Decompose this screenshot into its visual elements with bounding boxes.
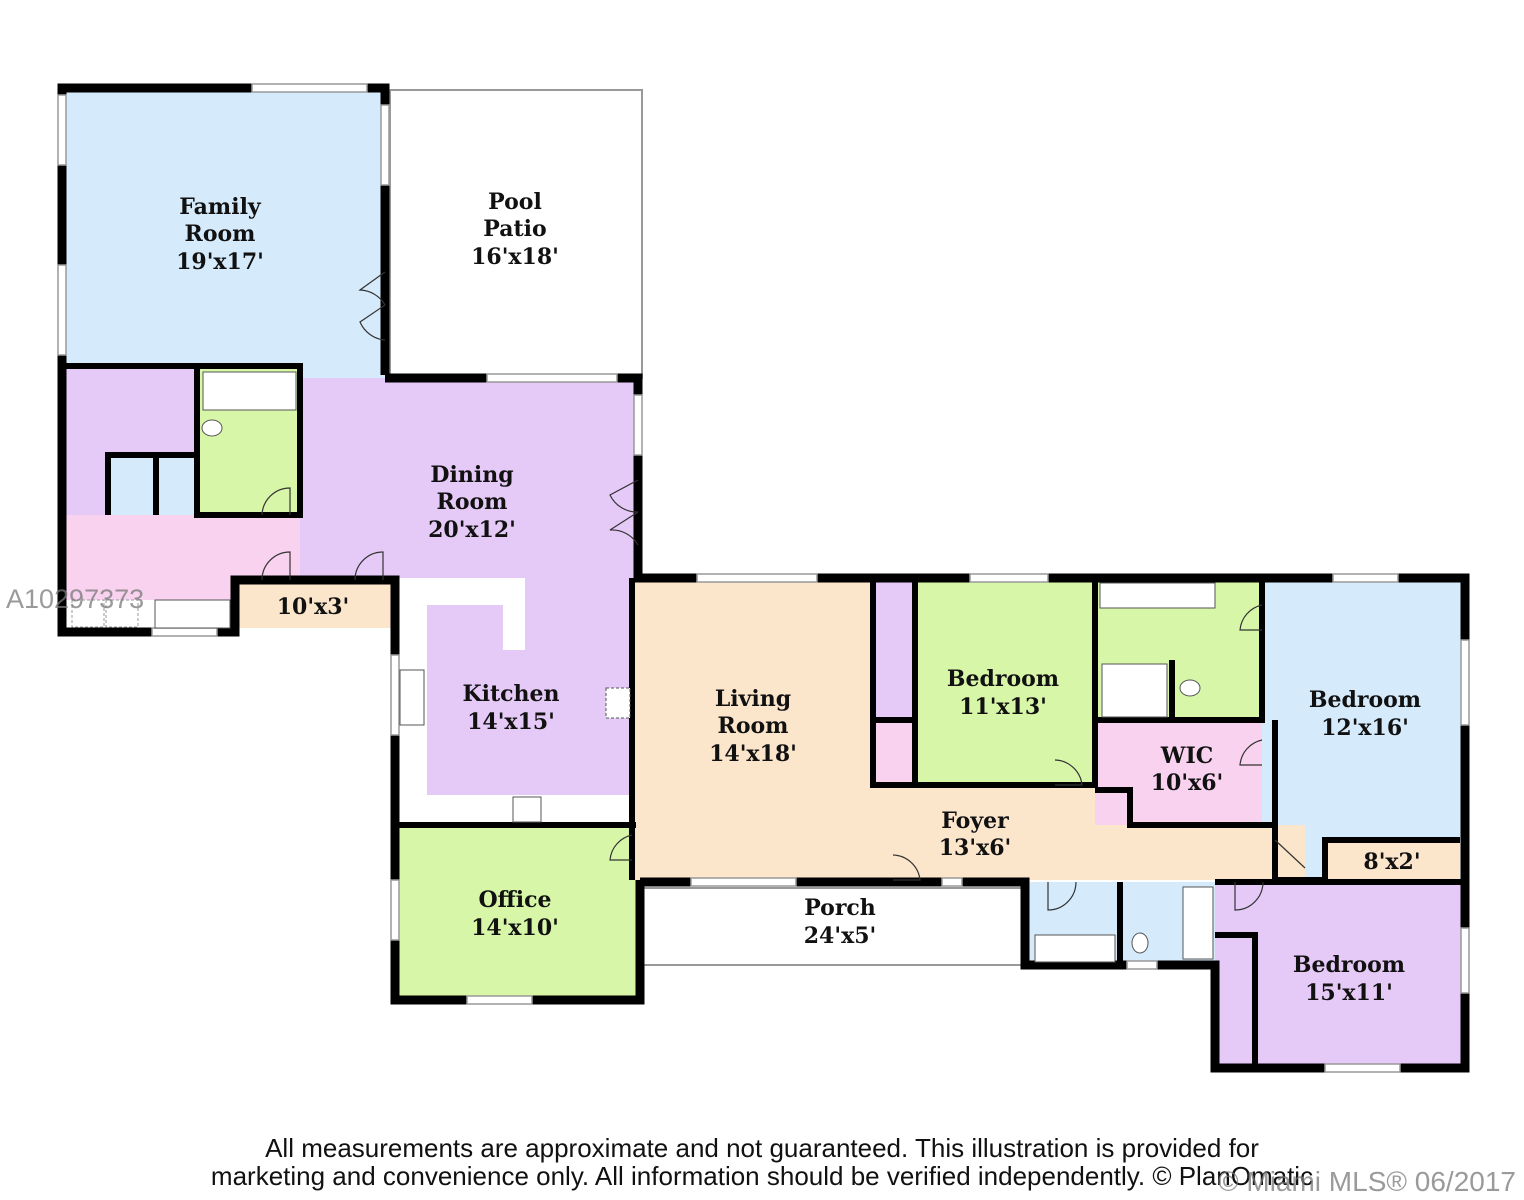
window xyxy=(251,83,368,93)
window xyxy=(633,394,643,456)
shower-icon xyxy=(202,371,297,411)
window xyxy=(690,877,797,887)
sink-icon xyxy=(1099,582,1216,609)
window xyxy=(390,654,400,736)
door-swing xyxy=(1054,759,1083,786)
interior-wall xyxy=(62,363,303,518)
disclaimer-line-2: marketing and convenience only. All info… xyxy=(210,1161,1314,1191)
shower-icon xyxy=(1182,886,1214,960)
toilet-icon xyxy=(201,419,223,437)
window xyxy=(1460,927,1470,994)
door-swing xyxy=(892,854,921,881)
refrigerator-icon xyxy=(605,687,631,719)
window xyxy=(151,627,218,637)
window xyxy=(1126,960,1158,970)
disclaimer-line-1: All measurements are approximate and not… xyxy=(265,1133,1259,1163)
window xyxy=(969,573,1049,583)
interior-wall xyxy=(870,578,918,788)
door-swing xyxy=(1274,839,1306,869)
storage-label: 10'x3' xyxy=(277,594,350,620)
office-area xyxy=(395,825,636,1000)
family-room-area xyxy=(62,88,385,378)
door-swing xyxy=(1239,604,1263,631)
door-swing xyxy=(609,834,633,861)
window xyxy=(696,573,818,583)
door-swing xyxy=(607,479,639,546)
interior-wall xyxy=(1095,720,1278,828)
door-swing xyxy=(358,271,386,341)
window xyxy=(466,995,533,1005)
interior-wall xyxy=(915,578,1098,788)
washer-icon xyxy=(71,599,105,628)
sink-icon xyxy=(1034,934,1116,963)
wic-area xyxy=(1095,720,1262,825)
door-swing xyxy=(354,551,384,581)
closet-left-1 xyxy=(108,455,156,515)
storage-area xyxy=(235,580,395,628)
bedroom-b-area xyxy=(1262,578,1465,880)
closet-label: 8'x2' xyxy=(1363,849,1420,875)
pool-patio-area xyxy=(389,89,643,379)
door-swing xyxy=(1239,739,1263,766)
door-swing xyxy=(261,487,291,516)
window xyxy=(1324,1063,1401,1073)
bedroom-a-area xyxy=(915,580,1095,785)
window xyxy=(941,877,963,887)
window xyxy=(380,104,390,186)
door-swing xyxy=(1234,881,1264,911)
interior-wall xyxy=(105,452,197,515)
window xyxy=(1460,639,1470,726)
listing-id-watermark: A10297373 xyxy=(6,584,145,614)
interior-wall xyxy=(1095,578,1265,723)
closet-left-2 xyxy=(158,455,198,515)
dryer-icon xyxy=(105,599,139,628)
door-swing xyxy=(261,551,291,581)
closet-a2-area xyxy=(873,720,915,785)
closet-b-area xyxy=(1325,840,1460,880)
window xyxy=(57,94,67,166)
sink-icon xyxy=(154,599,231,629)
window xyxy=(1332,573,1399,583)
toilet-icon xyxy=(1179,679,1201,697)
window xyxy=(57,264,67,356)
window xyxy=(486,373,618,383)
window xyxy=(390,879,400,941)
toilet-icon xyxy=(1131,932,1149,954)
mls-watermark: © Miami MLS® 06/2017 xyxy=(1217,1166,1516,1197)
door-swing xyxy=(1047,881,1077,911)
dining-kitchen-area xyxy=(300,378,638,795)
sink-icon xyxy=(399,669,425,726)
shower-icon xyxy=(1101,663,1168,718)
closet-a-area xyxy=(873,580,915,720)
interior-wall xyxy=(1215,932,1258,1068)
stove-icon xyxy=(512,796,542,823)
